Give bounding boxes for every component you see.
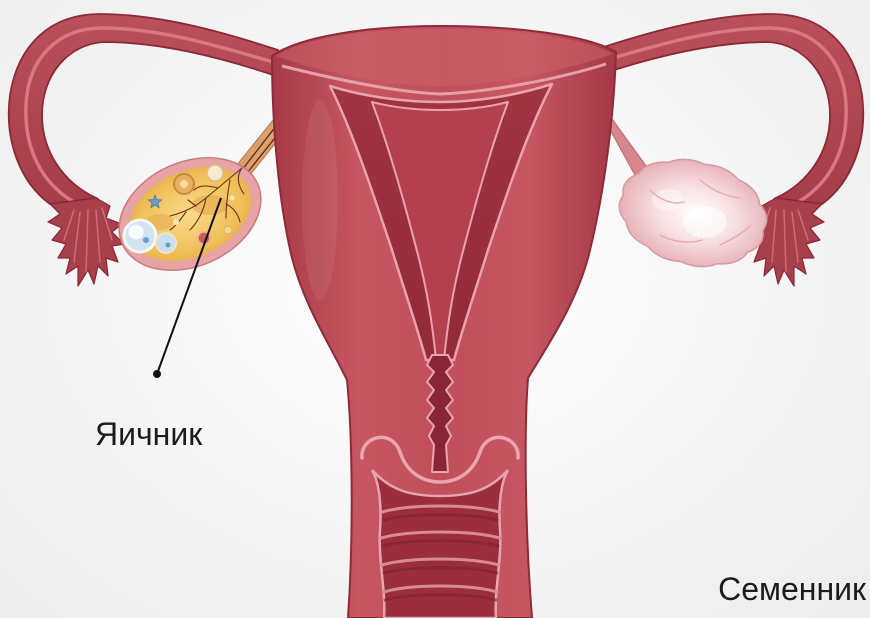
uterus-highlight	[302, 100, 338, 300]
oocyte	[166, 243, 171, 248]
corpus-albicans	[207, 165, 223, 181]
small-follicle	[230, 196, 235, 201]
oocyte	[143, 237, 149, 243]
left-fimbriae	[48, 198, 124, 286]
right-ovary	[596, 104, 777, 280]
ovary-surface-lump	[683, 206, 727, 238]
stroma-patch	[192, 195, 228, 215]
small-follicle	[224, 226, 232, 234]
ovary-surface-lump	[652, 189, 684, 211]
ovary-label: Яичник	[95, 416, 203, 452]
follicle-highlight	[129, 225, 144, 240]
corpus-luteum-core	[180, 180, 188, 188]
follicle	[156, 233, 176, 253]
small-follicle	[173, 219, 179, 225]
pointer-dot	[153, 370, 161, 378]
left-ovary	[101, 104, 297, 292]
corner-label: Семенник	[718, 571, 867, 607]
